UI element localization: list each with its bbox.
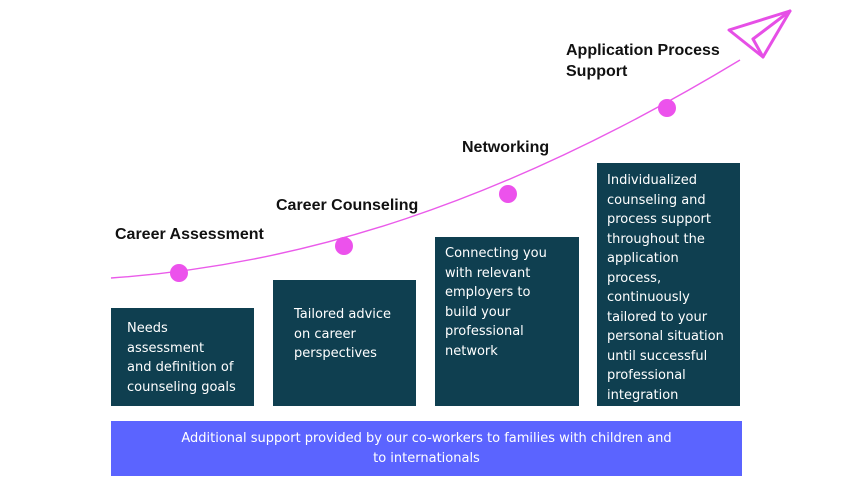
step-title-career-assessment: Career Assessment — [115, 226, 264, 243]
step-box-career-counseling: Tailored advice on career perspectives — [273, 280, 416, 406]
step-box-networking: Connecting you with relevant employers t… — [435, 237, 579, 406]
step-box-application-support: Individualized counseling and process su… — [597, 163, 740, 406]
step-box-career-assessment: Needs assessment and definition of couns… — [111, 308, 254, 406]
step-marker-networking — [499, 185, 517, 203]
step-marker-application-support — [658, 99, 676, 117]
step-marker-career-assessment — [170, 264, 188, 282]
paper-plane-icon — [727, 9, 792, 59]
additional-support-banner: Additional support provided by our co-wo… — [111, 421, 742, 476]
additional-support-text: Additional support provided by our co-wo… — [181, 430, 672, 466]
progress-curve — [110, 59, 741, 279]
step-title-career-counseling: Career Counseling — [276, 197, 419, 214]
step-description-career-counseling: Tailored advice on career perspectives — [294, 307, 392, 361]
step-description-networking: Connecting you with relevant employers t… — [445, 246, 547, 359]
step-description-career-assessment: Needs assessment and definition of couns… — [127, 321, 236, 395]
step-title-networking: Networking — [462, 139, 550, 156]
step-title-application-support: Application Process Support — [566, 42, 720, 80]
step-description-application-support: Individualized counseling and process su… — [607, 173, 724, 403]
step-marker-career-counseling — [335, 237, 353, 255]
